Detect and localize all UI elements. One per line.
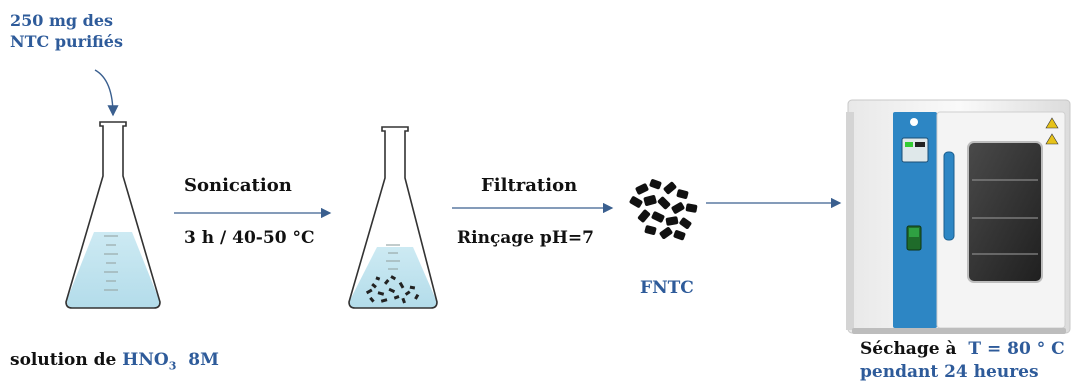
- solution-prefix: solution de: [10, 350, 117, 370]
- drying-label: Séchage à T = 80 ° C pendant 24 heures: [860, 338, 1065, 384]
- addition-arrow: [94, 69, 119, 117]
- formula-subscript: 3: [168, 359, 177, 373]
- flask-1-outline: [65, 121, 161, 309]
- solution-formula: HNO3: [122, 350, 177, 373]
- oven-base: [852, 328, 1066, 334]
- flask-2-outline: [348, 126, 438, 309]
- oven-control-panel: [893, 112, 937, 328]
- oven-side-panel: [846, 112, 854, 330]
- sonication-condition: 3 h / 40-50 °C: [184, 228, 315, 248]
- starting-material-line1: 250 mg des: [10, 11, 114, 30]
- oven-window: [967, 141, 1043, 283]
- oven-logo-icon: [910, 118, 918, 126]
- fntc-label: FNTC: [640, 278, 694, 298]
- drying-prefix: Séchage à: [860, 339, 957, 359]
- fntc-cluster: [629, 179, 698, 241]
- filtration-label: Filtration: [481, 175, 578, 196]
- oven-display: [901, 137, 929, 163]
- flask-1-graduations: [104, 235, 118, 291]
- warning-labels-icon: [1045, 117, 1059, 145]
- oven-door-handle: [943, 151, 955, 241]
- solution-label: solution de HNO3 8M: [10, 350, 219, 372]
- drying-oven: [846, 99, 1071, 334]
- starting-material-line2: NTC purifiés: [10, 32, 123, 51]
- drying-temperature: T = 80 ° C: [968, 339, 1065, 359]
- flask-1: [65, 121, 161, 309]
- flask-2-graduations: [386, 244, 400, 270]
- sonication-label: Sonication: [184, 175, 292, 196]
- flask-1-liquid: [66, 232, 160, 308]
- oven-shelves: [972, 179, 1038, 255]
- flask-2-nanotubes: [365, 275, 420, 304]
- solution-concentration: 8M: [188, 350, 219, 370]
- starting-material-label: 250 mg des NTC purifiés: [10, 10, 123, 52]
- flask-2: [348, 126, 438, 309]
- drying-duration: pendant 24 heures: [860, 362, 1039, 382]
- rinsing-condition: Rinçage pH=7: [457, 228, 594, 248]
- formula-base: HNO: [122, 350, 169, 370]
